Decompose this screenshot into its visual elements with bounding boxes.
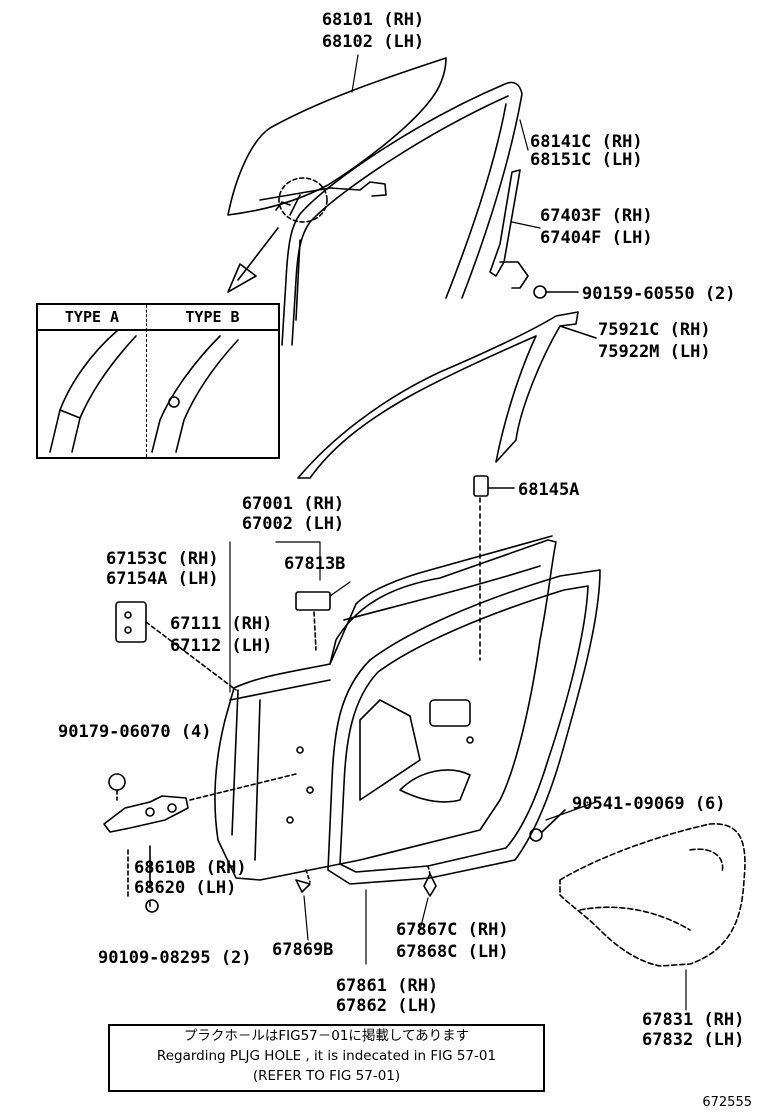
label-bolt-low: 90109-08295 (2) (98, 948, 252, 968)
door-check-drawing (115, 601, 237, 691)
label-plug: 67813B (284, 554, 346, 574)
division-sash-drawing (489, 169, 529, 289)
label-clip-right-lh: 67868C (LH) (396, 942, 509, 962)
illustration-id: 672555 (702, 1095, 752, 1110)
door-panel-drawing (214, 535, 557, 881)
label-hinge-lh: 68620 (LH) (134, 878, 237, 898)
label-tape-lh: 75922M (LH) (598, 342, 711, 362)
label-bolt-sash: 90159-60550 (2) (582, 284, 736, 304)
leader-lines (229, 54, 687, 1011)
note-line-ref: (REFER TO FIG 57-01) (252, 1068, 401, 1084)
label-sash-rh: 67403F (RH) (540, 206, 653, 226)
type-divider (146, 329, 147, 457)
label-check-rh: 67153C (RH) (106, 549, 219, 569)
label-hole-cover-lh: 67832 (LH) (642, 1030, 745, 1050)
door-seal-drawing (327, 569, 601, 885)
note-box: プラクホ－ルはFIG57－01に掲載してあります Regarding PLJG … (108, 1024, 545, 1092)
label-hinge-rh: 68610B (RH) (134, 858, 247, 878)
note-line-jp: プラクホ－ルはFIG57－01に掲載してあります (183, 1028, 470, 1044)
label-seal-upper-rh: 67111 (RH) (170, 614, 273, 634)
stripe-tape-drawing (297, 311, 597, 479)
label-glass-lh: 68102 (LH) (321, 32, 425, 52)
clips-drawing (295, 809, 566, 897)
type-a-header: TYPE A (38, 305, 147, 331)
glass-run-drawing (281, 81, 523, 346)
label-run-rh: 68141C (RH) (530, 132, 643, 152)
label-panel-rh: 67001 (RH) (241, 494, 345, 514)
label-run-lh: 68151C (LH) (530, 150, 643, 170)
label-weatherstrip-lh: 67862 (LH) (335, 996, 439, 1016)
label-check-lh: 67154A (LH) (106, 569, 219, 589)
hole-cover-drawing (559, 823, 746, 967)
label-tape-rh: 75921C (RH) (598, 320, 711, 340)
label-clip-left: 67869B (272, 940, 334, 960)
label-clip-right-rh: 67867C (RH) (396, 920, 509, 940)
label-sash-lh: 67404F (LH) (540, 228, 653, 248)
type-detail-sketches (49, 329, 239, 453)
label-bolt-hinge: 90179-06070 (4) (58, 722, 212, 742)
cushion-drawing (473, 475, 515, 661)
label-seal-upper-lh: 67112 (LH) (170, 636, 273, 656)
label-panel-lh: 67002 (LH) (241, 514, 345, 534)
label-hole-cover-rh: 67831 (RH) (642, 1010, 745, 1030)
bolt-drawing (533, 285, 579, 299)
label-screw: 90541-09069 (6) (572, 794, 726, 814)
label-cushion: 68145A (518, 480, 580, 500)
label-weatherstrip-rh: 67861 (RH) (335, 976, 439, 996)
hole-plug-drawing (295, 591, 331, 651)
door-glass-drawing (227, 57, 447, 223)
type-b-header: TYPE B (147, 305, 278, 331)
detail-arrow (227, 227, 279, 293)
type-detail-box: TYPE A TYPE B (36, 303, 280, 459)
note-line-en: Regarding PLJG HOLE , it is indecated in… (156, 1048, 497, 1064)
door-hinge-drawing (103, 773, 297, 913)
label-glass-rh: 68101 (RH) (321, 10, 425, 30)
